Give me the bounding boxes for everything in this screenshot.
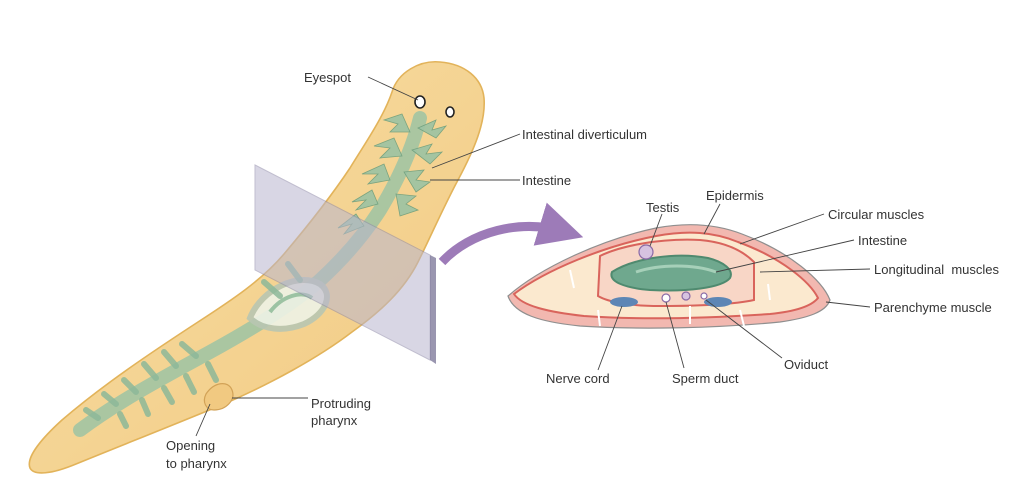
label-intestine-right: Intestine [858, 233, 907, 248]
label-parenchyme-muscle: Parenchyme muscle [874, 300, 992, 315]
label-sperm-duct: Sperm duct [672, 371, 739, 386]
label-eyespot: Eyespot [304, 70, 351, 85]
oviduct-illustration [704, 297, 732, 307]
section-plane [254, 164, 436, 364]
label-protruding-pharynx-line2: pharynx [311, 413, 358, 428]
eyespot-right-illustration [445, 106, 455, 118]
leader-intestinal-diverticulum [431, 133, 521, 169]
leader-opening-to-pharynx [195, 403, 211, 437]
label-circular-muscles: Circular muscles [828, 207, 925, 222]
section-arrow [438, 202, 584, 266]
leader-lines [195, 76, 871, 437]
nerve-cord-illustration [610, 297, 638, 307]
label-protruding-pharynx: Protruding pharynx [311, 396, 375, 428]
labels: Eyespot Intestinal diverticulum Intestin… [166, 70, 1000, 471]
leader-circular-muscles [739, 213, 825, 245]
label-nerve-cord: Nerve cord [546, 371, 610, 386]
leader-nerve-cord [597, 305, 623, 371]
label-intestinal-diverticulum: Intestinal diverticulum [522, 127, 647, 142]
leader-oviduct [705, 299, 783, 359]
label-epidermis: Epidermis [706, 188, 764, 203]
cross-section-intestine [610, 254, 732, 292]
diverticula-upper [337, 113, 448, 235]
sperm-duct-illustration [661, 293, 671, 303]
leader-eyespot [367, 76, 419, 101]
label-protruding-pharynx-line1: Protruding [311, 396, 371, 411]
testis-illustration [638, 244, 654, 260]
leader-testis [649, 213, 663, 247]
label-opening-to-pharynx-line2: to pharynx [166, 456, 227, 471]
eyespot-left-illustration [414, 95, 426, 109]
label-oviduct: Oviduct [784, 357, 828, 372]
protruding-pharynx-illustration [203, 383, 234, 411]
label-longitudinal-muscles: Longitudinal muscles [874, 262, 1000, 277]
section-plane-edge [430, 255, 436, 364]
leader-sperm-duct [665, 301, 685, 369]
leader-longitudinal-muscles [759, 268, 871, 273]
label-intestine-left: Intestine [522, 173, 571, 188]
leader-intestine-right [715, 239, 855, 273]
label-testis: Testis [646, 200, 680, 215]
leader-parenchyme-muscle [825, 301, 871, 308]
parenchyme-muscle-lines [569, 269, 771, 327]
leader-epidermis [703, 203, 721, 235]
cross-section-illustration [507, 224, 831, 329]
label-opening-to-pharynx-line1: Opening [166, 438, 215, 453]
label-opening-to-pharynx: Opening to pharynx [166, 438, 227, 471]
